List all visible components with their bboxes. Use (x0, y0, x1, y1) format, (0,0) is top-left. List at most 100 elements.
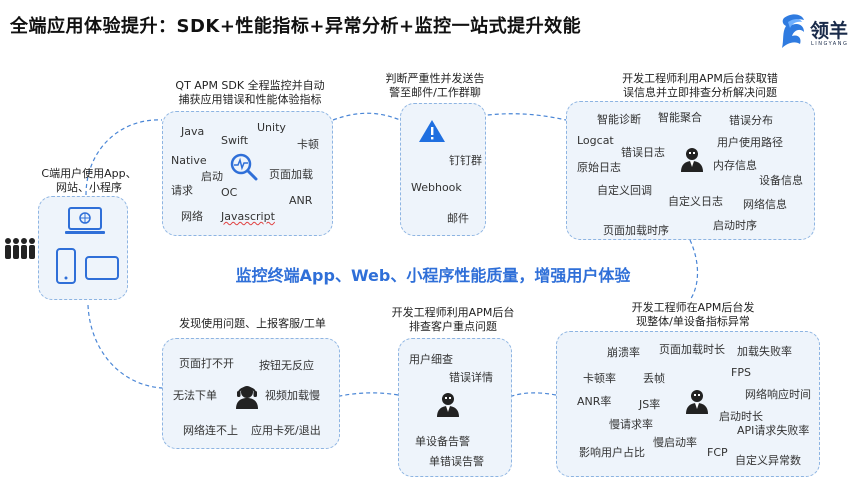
metrics-keyword: FPS (731, 366, 751, 379)
diagnose-keyword: 自定义日志 (668, 195, 723, 208)
alert-box: 钉钉群 Webhook 邮件 (400, 103, 486, 236)
connector-customer-feedback (339, 392, 399, 397)
laptop-icon (65, 207, 105, 234)
metrics-keyword: 加载失败率 (737, 345, 792, 358)
sdk-keyword: 卡顿 (297, 138, 319, 151)
metrics-keyword: ANR率 (577, 395, 612, 408)
users-devices-box (38, 196, 128, 300)
users-caption-line-2: 网站、小程序 (56, 181, 122, 194)
sdk-keyword: 网络 (181, 210, 203, 223)
sdk-caption-line-2: 捕获应用错误和性能体验指标 (178, 93, 322, 106)
diagnose-keyword: Logcat (577, 134, 614, 147)
customer-keyword: 单设备告警 (415, 435, 470, 448)
diagnose-caption-line-2: 误信息并立即排查分析解决问题 (623, 86, 777, 99)
magnifier-icon (230, 153, 258, 181)
alert-caption-line-1: 判断严重性并发送告 (385, 72, 485, 85)
brand-subtitle: LINGYANG (811, 41, 849, 47)
brand-name: 领羊 (810, 20, 849, 42)
diagnose-keyword: 设备信息 (759, 174, 803, 187)
feedback-keyword: 应用卡死/退出 (251, 424, 321, 437)
customer-caption-line-1: 开发工程师利用APM后台 (391, 306, 515, 319)
diagnose-keyword: 启动时序 (713, 219, 757, 232)
diagnose-box: 智能诊断 智能聚合 错误分布 Logcat 用户使用路径 错误日志 原始日志 内… (566, 101, 815, 240)
diagnose-keyword: 智能诊断 (597, 113, 641, 126)
alert-keyword: 邮件 (447, 212, 469, 225)
sdk-box: Java Swift Unity 卡顿 Native 启动 页面加载 请求 OC… (162, 111, 333, 236)
metrics-keyword: FCP (707, 446, 728, 459)
metrics-keyword: 自定义异常数 (735, 454, 801, 467)
metrics-keyword: 崩溃率 (607, 346, 640, 359)
metrics-keyword: 慢启动率 (653, 436, 697, 449)
diagnose-keyword: 内存信息 (713, 159, 757, 172)
diagnose-caption: 开发工程师利用APM后台获取错 误信息并立即排查分析解决问题 (600, 72, 800, 100)
metrics-caption-line-2: 现整体/单设备指标异常 (636, 315, 750, 328)
sdk-keyword: Javascript (221, 210, 275, 223)
customer-keyword: 单错误告警 (429, 455, 484, 468)
alert-keyword: 钉钉群 (449, 154, 482, 167)
feedback-keyword: 网络连不上 (183, 424, 238, 437)
sdk-keyword: OC (221, 186, 238, 199)
metrics-keyword: 慢请求率 (609, 418, 653, 431)
feedback-keyword: 页面打不开 (179, 357, 234, 370)
metrics-box: 崩溃率 页面加载时长 加载失败率 卡顿率 丢帧 FPS ANR率 JS率 网络响… (556, 331, 820, 477)
sdk-keyword: Swift (221, 134, 249, 147)
people-icon (5, 238, 35, 259)
sdk-keyword: Unity (257, 121, 286, 134)
sdk-keyword: ANR (289, 194, 313, 207)
feedback-caption: 发现使用问题、上报客服/工单 (165, 317, 340, 331)
connector-sdk-alert (332, 112, 401, 121)
slogan: 监控终端App、Web、小程序性能质量，增强用户体验 (235, 266, 631, 285)
diagnose-keyword: 用户使用路径 (717, 136, 783, 149)
feedback-keyword: 无法下单 (173, 389, 217, 402)
customer-box: 用户细查 错误详情 单设备告警 单错误告警 (398, 338, 512, 477)
metrics-keyword: 网络响应时间 (745, 388, 811, 401)
connector-metrics-customer (511, 392, 557, 397)
feedback-caption-line-1: 发现使用问题、上报客服/工单 (179, 317, 326, 330)
feedback-box: 页面打不开 按钮无反应 无法下单 视频加载慢 网络连不上 应用卡死/退出 (162, 338, 340, 449)
engineer-icon (686, 390, 708, 414)
alert-caption: 判断严重性并发送告 警至邮件/工作群聊 (380, 72, 490, 100)
diagnose-keyword: 页面加载时序 (603, 224, 669, 237)
sdk-keyword: 请求 (171, 184, 193, 197)
metrics-caption-line-1: 开发工程师在APM后台发 (631, 301, 755, 314)
metrics-keyword: API请求失败率 (737, 424, 810, 437)
metrics-keyword: JS率 (639, 398, 661, 411)
warning-icon (419, 120, 445, 142)
brand-logo-mark (782, 14, 804, 48)
alert-caption-line-2: 警至邮件/工作群聊 (389, 86, 481, 99)
users-caption: C端用户使用App、 网站、小程序 (28, 167, 150, 195)
connector-diagnose-metrics (689, 239, 699, 301)
phone-icon (56, 248, 76, 284)
sdk-caption: QT APM SDK 全程监控并自动 捕获应用错误和性能体验指标 (160, 79, 340, 107)
customer-keyword: 用户细查 (409, 353, 453, 366)
engineer-icon (437, 393, 459, 417)
customer-keyword: 错误详情 (449, 371, 493, 384)
connector-users-sdk (85, 119, 163, 196)
connector-feedback-users (87, 304, 163, 389)
customer-caption-line-2: 排查客户重点问题 (409, 320, 497, 333)
metrics-keyword: 丢帧 (643, 372, 665, 385)
sdk-keyword: Java (181, 125, 205, 138)
diagnose-keyword: 原始日志 (577, 161, 621, 174)
sdk-caption-line-1: QT APM SDK 全程监控并自动 (175, 79, 325, 92)
diagnose-keyword: 自定义回调 (597, 184, 652, 197)
metrics-keyword: 页面加载时长 (659, 343, 725, 356)
feedback-keyword: 按钮无反应 (259, 359, 314, 372)
sdk-keyword: 页面加载 (269, 168, 313, 181)
diagnose-caption-line-1: 开发工程师利用APM后台获取错 (622, 72, 778, 85)
diagnose-keyword: 错误分布 (729, 114, 773, 127)
metrics-keyword: 卡顿率 (583, 372, 616, 385)
brand-logo: 领羊 LINGYANG (778, 10, 858, 52)
alert-keyword: Webhook (411, 181, 462, 194)
customer-caption: 开发工程师利用APM后台 排查客户重点问题 (378, 306, 528, 334)
diagnose-keyword: 智能聚合 (658, 111, 702, 124)
page-title: 全端应用体验提升：SDK+性能指标+异常分析+监控一站式提升效能 (10, 16, 582, 37)
metrics-keyword: 影响用户占比 (579, 446, 645, 459)
sdk-keyword: Native (171, 154, 207, 167)
feedback-keyword: 视频加载慢 (265, 389, 320, 402)
sdk-keyword: 启动 (201, 170, 223, 183)
metrics-caption: 开发工程师在APM后台发 现整体/单设备指标异常 (618, 301, 768, 329)
users-caption-line-1: C端用户使用App、 (41, 167, 137, 180)
headset-icon (236, 386, 258, 409)
